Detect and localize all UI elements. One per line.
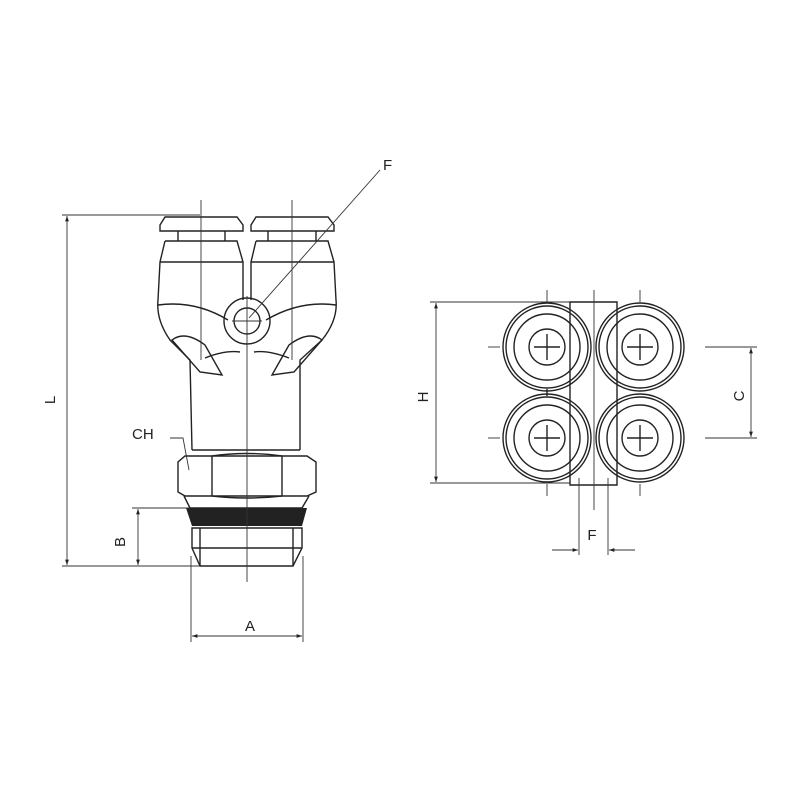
- dim-label-L: L: [42, 396, 59, 404]
- port-1: [502, 302, 592, 392]
- front-view-fitting: [488, 290, 685, 555]
- dim-label-C: C: [731, 390, 748, 401]
- dim-label-CH: CH: [132, 426, 154, 443]
- dim-label-B: B: [112, 537, 129, 547]
- front-dimensions: H C F: [415, 301, 757, 552]
- side-view-fitting: [157, 200, 337, 582]
- port-4: [595, 393, 685, 483]
- side-dimensions: L B A CH F: [42, 157, 392, 642]
- dim-label-F-side: F: [383, 157, 392, 174]
- port-3: [502, 393, 592, 483]
- o-ring: [186, 508, 307, 526]
- dim-label-F-front: F: [587, 527, 596, 544]
- port-2: [595, 302, 685, 392]
- dim-label-H: H: [415, 392, 432, 403]
- dim-label-A: A: [245, 618, 255, 635]
